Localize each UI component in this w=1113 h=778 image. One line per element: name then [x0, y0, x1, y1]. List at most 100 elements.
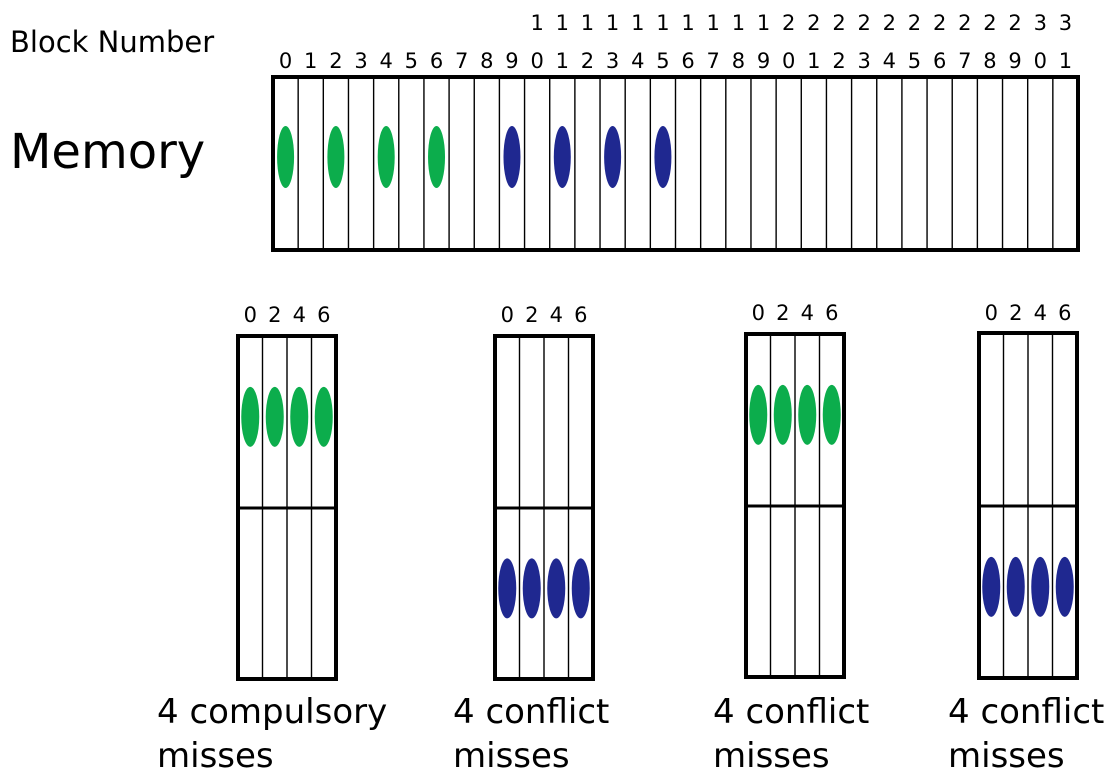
memory-data-block-green — [277, 126, 295, 188]
cache-caption-4-line2: misses — [948, 736, 1065, 776]
memory-label: Memory — [10, 124, 206, 180]
block-number-digit: 7 — [455, 49, 468, 73]
block-number-digit: 1 — [807, 49, 820, 73]
cache-set-index-label: 6 — [574, 303, 587, 327]
cache-set-index-label: 0 — [985, 301, 998, 325]
block-number-digit: 8 — [983, 49, 996, 73]
cache-set-index-label: 4 — [293, 303, 306, 327]
block-number-digit: 2 — [883, 11, 896, 35]
memory-frame — [271, 75, 1080, 252]
block-number-digit: 6 — [430, 49, 443, 73]
block-number-digit: 2 — [1008, 11, 1021, 35]
memory-data-block-blue — [503, 126, 521, 188]
cache-data-block-green — [749, 384, 768, 445]
cache-caption-3-line2: misses — [713, 736, 830, 776]
block-number-digit: 5 — [405, 49, 418, 73]
cache-set-index-label: 2 — [268, 303, 281, 327]
cache-data-block-green — [798, 384, 817, 445]
cache-set-index-label: 0 — [244, 303, 257, 327]
cache-frame — [236, 334, 338, 681]
cache-set-index-label: 6 — [1058, 301, 1071, 325]
cache-set-index-label: 0 — [752, 301, 765, 325]
block-number-digit: 2 — [832, 11, 845, 35]
cache-data-block-green — [773, 384, 792, 445]
block-number-label: Block Number — [10, 25, 215, 59]
block-number-digit: 9 — [757, 49, 770, 73]
block-number-digit: 0 — [530, 49, 543, 73]
cache-data-block-blue — [1006, 556, 1025, 617]
block-number-digit: 3 — [606, 49, 619, 73]
cache-data-block-blue — [1055, 556, 1074, 617]
memory-data-block-green — [327, 126, 345, 188]
block-number-digit: 1 — [304, 49, 317, 73]
block-number-digit: 3 — [857, 49, 870, 73]
cache-caption-2-line2: misses — [453, 736, 570, 776]
block-number-digit: 3 — [1034, 11, 1047, 35]
cache-data-block-blue — [498, 558, 517, 619]
block-number-digit: 2 — [807, 11, 820, 35]
block-number-digit: 8 — [732, 49, 745, 73]
block-number-digit: 5 — [656, 49, 669, 73]
block-number-digit: 1 — [581, 11, 594, 35]
memory-data-block-blue — [553, 126, 571, 188]
memory-data-block-green — [377, 126, 395, 188]
block-number-digit: 1 — [757, 11, 770, 35]
block-number-digit: 3 — [354, 49, 367, 73]
block-number-digit: 1 — [556, 49, 569, 73]
block-number-digit: 1 — [1059, 49, 1072, 73]
block-number-digit: 9 — [1008, 49, 1021, 73]
cache-data-block-green — [822, 384, 841, 445]
cache-caption-3-line1: 4 conflict — [713, 692, 870, 732]
block-number-digit: 2 — [782, 11, 795, 35]
block-number-digit: 9 — [505, 49, 518, 73]
cache-caption-4-line1: 4 conflict — [948, 692, 1105, 732]
cache-set-index-label: 4 — [1034, 301, 1047, 325]
cache-data-block-green — [290, 386, 309, 447]
block-number-digit: 4 — [883, 49, 896, 73]
block-number-digit: 6 — [933, 49, 946, 73]
cache-set-index-label: 0 — [501, 303, 514, 327]
cache-frame — [977, 331, 1079, 680]
memory-data-block-green — [428, 126, 446, 188]
cache-caption-4: 4 conflict misses — [948, 690, 1104, 778]
block-number-digit: 1 — [556, 11, 569, 35]
block-number-digit: 4 — [631, 49, 644, 73]
cache-caption-2: 4 conflict misses — [453, 690, 609, 778]
block-number-digit: 2 — [832, 49, 845, 73]
cache-set-index-label: 6 — [317, 303, 330, 327]
memory-data-block-blue — [654, 126, 672, 188]
block-number-digit: 8 — [480, 49, 493, 73]
block-number-digit: 2 — [958, 11, 971, 35]
block-number-digit: 2 — [983, 11, 996, 35]
block-number-digit: 2 — [908, 11, 921, 35]
cache-frame — [744, 332, 846, 679]
cache-data-block-green — [265, 386, 284, 447]
cache-caption-2-line1: 4 conflict — [453, 692, 610, 732]
block-number-digit: 1 — [732, 11, 745, 35]
block-number-digit: 3 — [1059, 11, 1072, 35]
cache-data-block-blue — [547, 558, 566, 619]
block-number-digit: 0 — [1034, 49, 1047, 73]
block-number-digit: 1 — [606, 11, 619, 35]
cache-data-block-blue — [571, 558, 590, 619]
cache-data-block-blue — [982, 556, 1001, 617]
block-number-digit: 6 — [681, 49, 694, 73]
block-number-digit: 2 — [933, 11, 946, 35]
cache-caption-1: 4 compulsory misses — [157, 690, 387, 778]
cache-set-index-label: 2 — [1009, 301, 1022, 325]
block-number-digit: 4 — [380, 49, 393, 73]
cache-frame — [493, 334, 595, 681]
cache-set-index-label: 4 — [550, 303, 563, 327]
memory-data-block-blue — [604, 126, 622, 188]
cache-set-index-label: 2 — [776, 301, 789, 325]
cache-set-index-label: 4 — [801, 301, 814, 325]
cache-caption-1-line2: misses — [157, 736, 274, 776]
cache-data-block-blue — [1031, 556, 1050, 617]
cache-caption-3: 4 conflict misses — [713, 690, 869, 778]
cache-caption-1-line1: 4 compulsory — [157, 692, 388, 732]
